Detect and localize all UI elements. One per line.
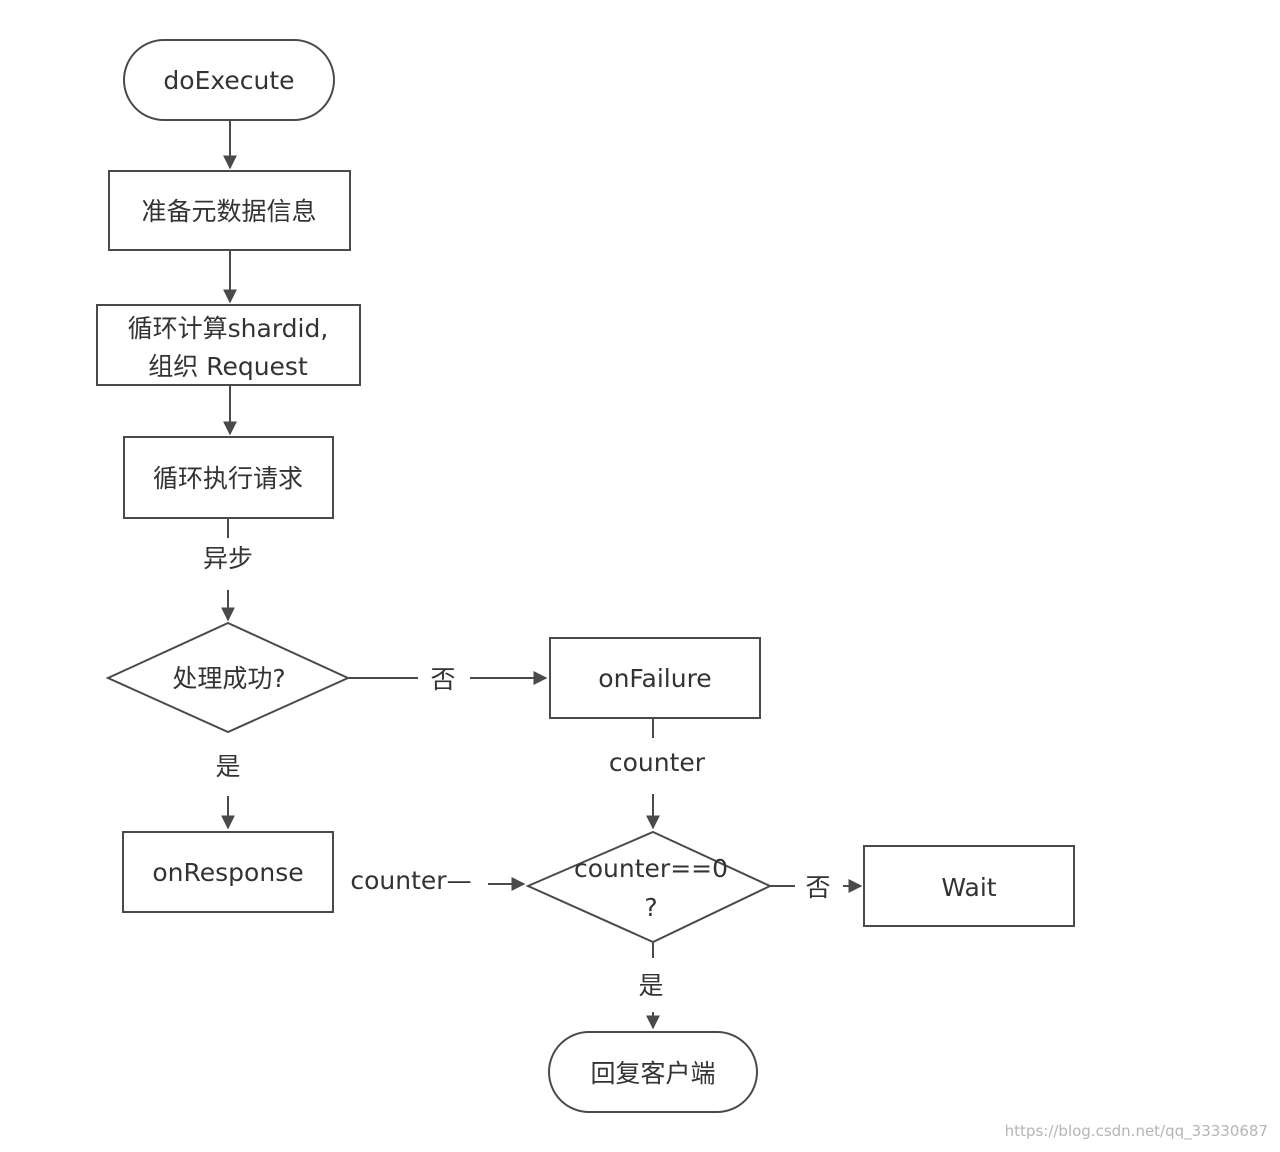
node-on-response: onResponse <box>122 831 334 913</box>
node-counter-check-label-1: counter==0 <box>574 854 728 883</box>
node-reply-client: 回复客户端 <box>548 1031 758 1113</box>
node-prepare-metadata-label: 准备元数据信息 <box>141 197 316 226</box>
node-on-failure: onFailure <box>549 637 761 719</box>
node-execute-requests: 循环执行请求 <box>123 436 334 519</box>
node-compute-shard-label-1: 循环计算shardid, <box>128 314 329 343</box>
node-compute-shard: 循环计算shardid, 组织 Request <box>96 304 361 386</box>
node-do-execute: doExecute <box>123 39 335 121</box>
node-success-check: 处理成功? <box>105 621 351 734</box>
node-execute-requests-label: 循环执行请求 <box>153 464 303 493</box>
node-on-response-label: onResponse <box>152 858 303 887</box>
edge-label-success-no: 否 <box>430 665 455 694</box>
node-wait-label: Wait <box>941 873 996 902</box>
node-success-check-label: 处理成功? <box>172 664 285 693</box>
edge-label-counter-no: 否 <box>805 873 830 902</box>
node-counter-check: counter==0 ? <box>525 830 773 944</box>
node-on-failure-label: onFailure <box>598 664 711 693</box>
edge-label-response-counter: counter— <box>350 866 471 895</box>
edge-label-counter-yes: 是 <box>638 971 663 1000</box>
node-do-execute-label: doExecute <box>163 66 294 95</box>
node-counter-check-label-2: ? <box>644 893 657 922</box>
node-prepare-metadata: 准备元数据信息 <box>108 170 351 251</box>
watermark: https://blog.csdn.net/qq_33330687 <box>1005 1122 1268 1141</box>
node-compute-shard-label-2: 组织 Request <box>148 352 308 381</box>
edge-label-success-yes: 是 <box>215 752 240 781</box>
edge-label-failure-counter: counter <box>609 748 706 777</box>
node-reply-client-label: 回复客户端 <box>590 1059 715 1088</box>
node-wait: Wait <box>863 845 1075 927</box>
edge-label-async: 异步 <box>203 544 253 573</box>
